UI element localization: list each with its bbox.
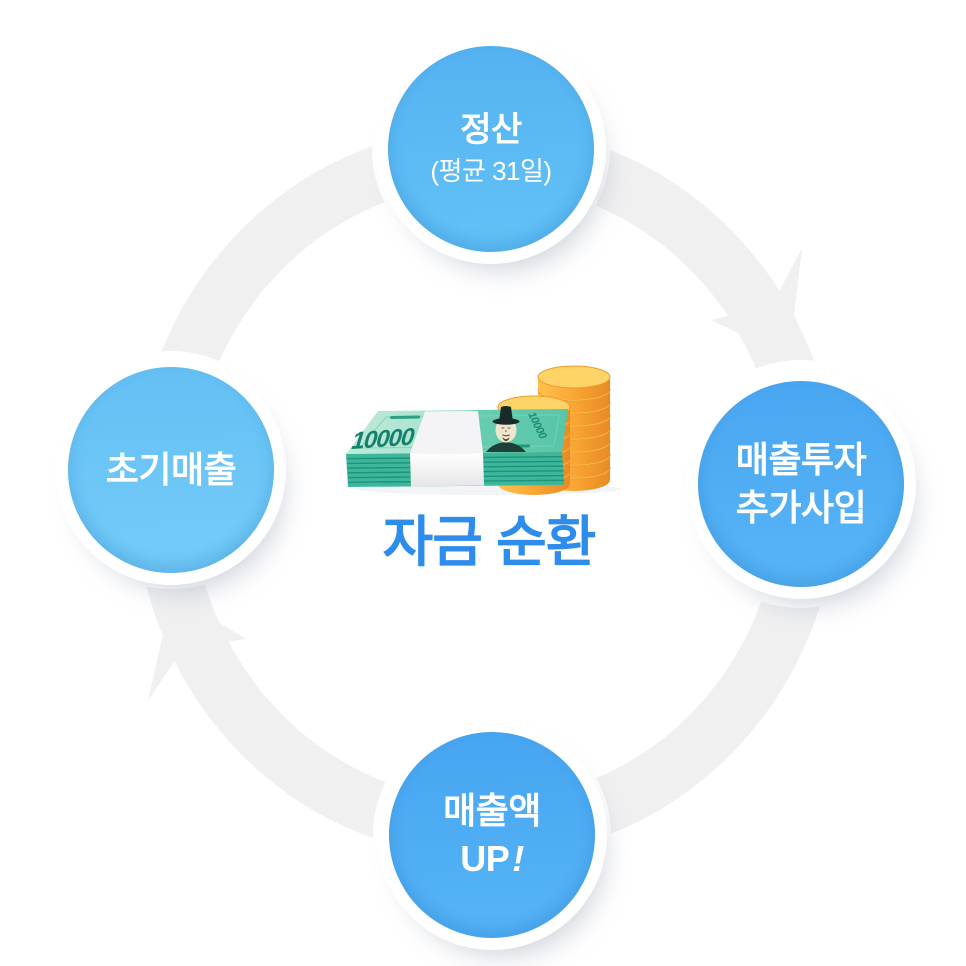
node-settlement-sublabel: (평균 31일)	[430, 156, 552, 187]
arrow-bottom-left-icon	[148, 594, 246, 701]
node-sales-up-line2: UP!	[460, 835, 524, 883]
svg-text:10000: 10000	[350, 424, 416, 455]
cycle-node-sales-up: 매출액 UP!	[389, 732, 595, 938]
money-illustration: 10000 10000	[346, 365, 620, 496]
node-sales-up-text: UP	[460, 838, 510, 879]
node-reinvest-line1: 매출투자	[735, 439, 867, 481]
node-sales-up-line1: 매출액	[443, 790, 541, 832]
band-front	[410, 453, 484, 487]
portrait-icon	[486, 406, 526, 452]
banknote-denomination: 10000	[350, 424, 416, 455]
node-settlement-label: 정산	[460, 110, 522, 149]
band-top	[410, 411, 483, 454]
cycle-node-settlement: 정산 (평균 31일)	[388, 46, 594, 252]
node-sales-up-exclamation: !	[512, 838, 524, 879]
arrow-top-right-icon	[711, 248, 802, 357]
diagram-title: 자금 순환	[382, 511, 597, 573]
node-initial-sales-label: 초기매출	[105, 449, 237, 491]
banknote-stack-icon: 10000 10000	[346, 406, 568, 487]
cycle-node-reinvest: 매출투자 추가사입	[698, 381, 904, 587]
banknote-serial-marks	[390, 415, 421, 419]
cycle-node-initial-sales: 초기매출	[68, 367, 274, 573]
node-reinvest-line2: 추가사입	[735, 487, 867, 528]
